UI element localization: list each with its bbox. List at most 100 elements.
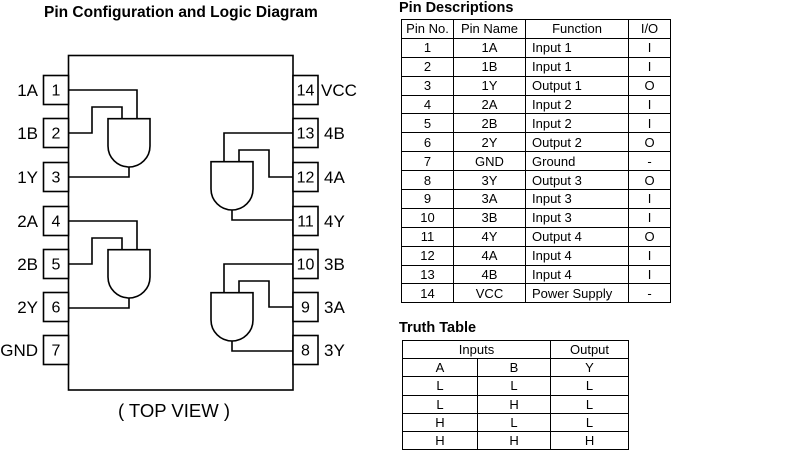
pin-number: 7 — [52, 343, 61, 360]
column-header: I/O — [628, 19, 671, 39]
table-cell: 14 — [401, 283, 454, 304]
pin-label: 4Y — [324, 212, 345, 231]
column-header: Pin Name — [453, 19, 526, 39]
pin-number: 8 — [301, 343, 310, 360]
pin-box-13 — [292, 117, 319, 149]
pin-box-2 — [42, 117, 70, 149]
table-cell: O — [628, 75, 671, 96]
pin-label: 3B — [324, 255, 345, 274]
pin-number: 1 — [52, 83, 61, 100]
table-header-row: Inputs Output — [401, 339, 630, 360]
pin-box-3 — [42, 161, 70, 193]
wire — [238, 149, 293, 178]
table-cell: O — [628, 226, 671, 247]
table-cell: L — [476, 412, 552, 432]
pin-label: 2Y — [17, 298, 38, 317]
table-cell: - — [628, 151, 671, 172]
table-cell: Input 2 — [525, 94, 629, 115]
pin-number: 2 — [52, 126, 61, 143]
table-cell: GND — [453, 151, 526, 172]
wire — [68, 167, 130, 178]
table-cell: L — [402, 376, 478, 396]
pin-number: 12 — [297, 170, 315, 187]
table-cell: O — [628, 132, 671, 153]
table-cell: L — [476, 376, 552, 396]
pin-number: 6 — [52, 300, 61, 317]
table-cell: 2A — [453, 94, 526, 115]
table-cell: 1B — [453, 56, 526, 77]
pin-box-1 — [42, 74, 70, 106]
table-cell: 3 — [401, 75, 454, 96]
and-gate-4 — [210, 160, 254, 211]
pin-number: 10 — [297, 257, 315, 274]
table-cell: L — [550, 376, 630, 396]
wire — [68, 89, 138, 119]
table-cell: Input 2 — [525, 113, 629, 134]
table-cell: O — [628, 170, 671, 191]
pin-label: 4A — [324, 168, 345, 187]
table-cell: Input 3 — [525, 207, 629, 228]
pin-box-11 — [292, 205, 319, 237]
wire — [68, 220, 138, 250]
table-cell: VCC — [453, 283, 526, 304]
pin-box-4 — [42, 205, 70, 237]
pin-label: 1Y — [17, 168, 38, 187]
table-cell: L — [550, 412, 630, 432]
table-cell: Input 4 — [525, 245, 629, 266]
table-cell: 2 — [401, 56, 454, 77]
pin-number: 3 — [52, 170, 61, 187]
top-view-caption: ( TOP VIEW ) — [118, 400, 230, 421]
table-cell: H — [550, 430, 630, 451]
pin-configuration-diagram: Pin Configuration and Logic Diagram — [0, 4, 357, 421]
pin-label: 2B — [17, 255, 38, 274]
pin-label: 3A — [324, 298, 345, 317]
wire — [231, 210, 293, 221]
pin-label: 2A — [17, 212, 38, 231]
table-cell: 12 — [401, 245, 454, 266]
table-cell: I — [628, 207, 671, 228]
diagram-title: Pin Configuration and Logic Diagram — [44, 4, 318, 21]
wire — [223, 263, 293, 293]
and-gate-1 — [107, 117, 151, 168]
pin-box-9 — [292, 291, 319, 323]
table-cell: 1A — [453, 37, 526, 58]
table-cell: L — [402, 394, 478, 414]
table-cell: 5 — [401, 113, 454, 134]
table-cell: - — [628, 283, 671, 304]
table-cell: 2B — [453, 113, 526, 134]
pin-label: VCC — [321, 81, 357, 100]
table-cell: H — [402, 430, 478, 451]
wire — [231, 341, 293, 352]
pin-box-10 — [292, 248, 319, 280]
table-cell: H — [476, 394, 552, 414]
column-header: Pin No. — [401, 19, 454, 39]
pin-number: 13 — [297, 126, 315, 143]
table-cell: 4B — [453, 264, 526, 285]
pin-label: 4B — [324, 124, 345, 143]
table-cell: Output 4 — [525, 226, 629, 247]
table-cell: Ground — [525, 151, 629, 172]
table-cell: Output 1 — [525, 75, 629, 96]
table-cell: Output 3 — [525, 170, 629, 191]
table-cell: 6 — [401, 132, 454, 153]
table-cell: 10 — [401, 207, 454, 228]
table-cell: I — [628, 113, 671, 134]
table-cell: 7 — [401, 151, 454, 172]
pin-label: GND — [0, 341, 38, 360]
table-cell: 1 — [401, 37, 454, 58]
table-cell: Output 2 — [525, 132, 629, 153]
wire — [223, 132, 293, 162]
table-cell: I — [628, 94, 671, 115]
group-header: Output — [550, 339, 630, 360]
